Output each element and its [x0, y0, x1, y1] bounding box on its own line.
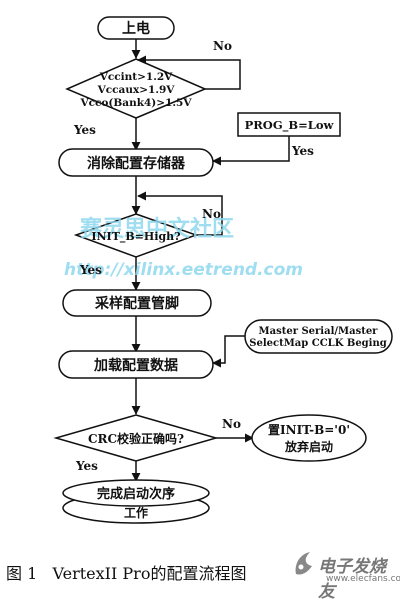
- label-voltage-1: Vccint>1.2V: [99, 71, 173, 83]
- edge-prog-to-clear: [212, 136, 290, 166]
- edge-voltage-no-loop: [137, 55, 241, 90]
- node-cclk-begin: [244, 319, 393, 354]
- logo-url: www.elecfans.com: [326, 574, 400, 584]
- node-complete-startup: [62, 479, 210, 507]
- edge-label-init-no: No: [202, 207, 221, 221]
- watermark-line1: 赛灵思中文社区: [79, 216, 234, 242]
- label-voltage-3: Vcco(Bank4)>1.5V: [80, 97, 193, 109]
- label-set-init-2: 放弃启动: [284, 439, 333, 454]
- node-voltage-check: [65, 58, 207, 119]
- node-clear-memory: [58, 148, 214, 177]
- label-work: 工作: [124, 505, 148, 520]
- logo-text: 电子发烧友: [318, 557, 386, 602]
- label-cclk-2: SelectMap CCLK Beging: [249, 338, 386, 349]
- figure-caption: 图 1 VertexII Pro的配置流程图: [6, 560, 400, 584]
- nodes: [53, 16, 393, 524]
- caption-title: VertexII Pro的配置流程图: [52, 564, 247, 583]
- label-cclk-1: Master Serial/Master: [259, 326, 379, 337]
- node-set-init: [251, 414, 367, 462]
- flowchart: 赛灵思中文社区 http://xilinx.eetrend.com 上电 Vcc…: [53, 16, 393, 524]
- node-labels: 上电 Vccint>1.2V Vccaux>1.9V Vcco(Bank4)>1…: [80, 20, 387, 520]
- edge-labels: No Yes Yes No Yes No Yes: [73, 39, 314, 473]
- label-complete-startup: 完成启动次序: [97, 486, 175, 502]
- node-crc-check: [53, 414, 219, 462]
- caption-figure-number: 图 1: [6, 564, 38, 583]
- watermark: 赛灵思中文社区 http://xilinx.eetrend.com: [64, 216, 303, 280]
- edge-label-crc-yes: Yes: [75, 459, 98, 473]
- node-init-check: [73, 213, 199, 258]
- node-load-data: [58, 350, 214, 379]
- label-set-init-1: 置INIT-B='0': [268, 423, 350, 437]
- edge-label-voltage-no: No: [213, 39, 232, 53]
- node-sample-pins: [62, 289, 212, 317]
- label-prog-b: PROG_B=Low: [245, 118, 335, 133]
- logo-icon: [295, 552, 312, 575]
- watermark-line2: http://xilinx.eetrend.com: [64, 260, 303, 280]
- label-power-on: 上电: [122, 20, 150, 37]
- label-init-check: INIT_B=High?: [91, 230, 180, 244]
- label-load-data: 加载配置数据: [93, 357, 178, 374]
- edges: [131, 39, 290, 482]
- edge-init-no-loop: [137, 191, 223, 236]
- label-voltage-2: Vccaux>1.9V: [97, 84, 176, 96]
- label-clear-memory: 消除配置存储器: [87, 155, 186, 172]
- edge-label-voltage-yes: Yes: [73, 123, 96, 137]
- label-sample-pins: 采样配置管脚: [94, 295, 179, 312]
- site-logo: 电子发烧友 www.elecfans.com: [292, 548, 400, 602]
- node-prog-b: [237, 112, 341, 137]
- node-power-on: [97, 16, 175, 40]
- edge-label-crc-no: No: [222, 417, 241, 431]
- edge-label-init-yes: Yes: [79, 263, 102, 277]
- edge-cclk-to-load: [212, 335, 245, 368]
- label-crc-check: CRC校验正确吗?: [88, 431, 184, 446]
- edge-label-prog-yes: Yes: [291, 144, 314, 158]
